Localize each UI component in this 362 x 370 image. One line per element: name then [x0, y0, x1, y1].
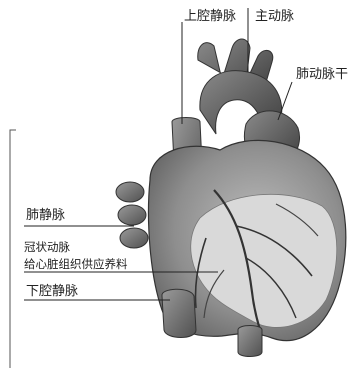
- label-coronary-artery: 冠状动脉: [24, 240, 70, 254]
- lower-vessel: [238, 326, 262, 357]
- label-superior-vena-cava: 上腔静脉: [184, 10, 236, 24]
- inferior-vena-cava: [162, 289, 196, 337]
- label-inferior-vena-cava: 下腔静脉: [26, 285, 78, 299]
- label-pulmonary-trunk: 肺动脉干: [296, 68, 348, 82]
- bracket-line: [10, 130, 16, 368]
- pulmonary-vein: [116, 182, 144, 202]
- label-pulmonary-vein: 肺静脉: [26, 209, 65, 223]
- label-coronary-artery-desc: 给心脏组织供应养料: [24, 257, 128, 271]
- pulmonary-vein: [120, 228, 148, 248]
- pulmonary-vein: [118, 205, 146, 225]
- label-aorta: 主动脉: [255, 10, 294, 24]
